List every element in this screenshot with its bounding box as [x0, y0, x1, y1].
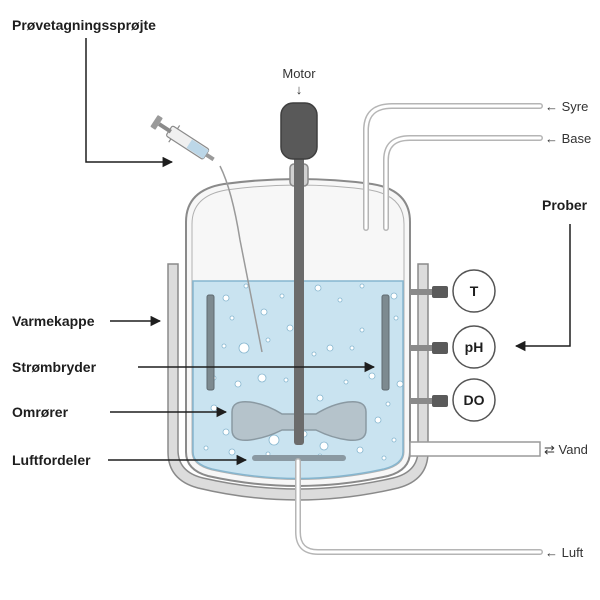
bubble — [391, 437, 397, 443]
label-acid: ← Syre — [545, 99, 588, 114]
probe-temperature: T — [410, 269, 496, 313]
bubble — [356, 446, 364, 454]
label-syringe: Prøvetagningssprøjte — [12, 17, 156, 33]
water-port — [409, 441, 541, 457]
bubble — [374, 416, 382, 424]
bubble — [222, 428, 230, 436]
bubble — [268, 434, 280, 446]
bubble — [243, 283, 249, 289]
bubble — [319, 441, 329, 451]
label-air: ← Luft — [545, 545, 584, 560]
bubble — [385, 401, 391, 407]
probe-temperature-label: T — [470, 283, 479, 299]
baffle-left — [206, 294, 215, 391]
bubble — [359, 283, 365, 289]
leader-probes — [514, 224, 571, 352]
label-sparger: Luftfordeler — [12, 452, 91, 468]
bubble — [349, 345, 355, 351]
probe-do: DO — [410, 378, 496, 422]
bubble — [343, 379, 349, 385]
label-jacket: Varmekappe — [12, 313, 95, 329]
bubble — [390, 292, 398, 300]
label-motor: Motor — [282, 66, 316, 81]
bubble — [222, 294, 230, 302]
bubble — [316, 394, 324, 402]
leader-syringe — [85, 38, 174, 168]
bubble — [265, 337, 271, 343]
bubble — [393, 315, 399, 321]
bubble — [396, 380, 404, 388]
bubble — [238, 342, 250, 354]
sampling-tube — [219, 165, 263, 353]
baffle-right — [381, 294, 390, 391]
bubble — [229, 315, 235, 321]
motor-body — [280, 102, 318, 160]
bubble — [311, 351, 317, 357]
label-impeller: Omrører — [12, 404, 69, 420]
probe-do-label: DO — [464, 392, 485, 408]
bubble — [260, 308, 268, 316]
bubble — [283, 377, 289, 383]
bubble — [314, 284, 322, 292]
label-motor-arrow: ↓ — [296, 82, 303, 97]
bubble — [210, 404, 218, 412]
label-base: ← Base — [545, 131, 591, 146]
sparger-ring — [252, 455, 346, 461]
sampling-syringe — [150, 115, 215, 162]
vessel-inner-wall — [191, 184, 405, 480]
bubble — [337, 297, 343, 303]
heating-jacket — [167, 263, 429, 501]
bubble — [286, 324, 294, 332]
label-water: ⇄ Vand — [544, 442, 588, 457]
bubble — [234, 380, 242, 388]
stirrer-shaft — [294, 150, 304, 445]
label-baffle: Strømbryder — [12, 359, 97, 375]
probe-ph-label: pH — [465, 339, 484, 355]
bubble — [381, 455, 387, 461]
bubble — [279, 293, 285, 299]
bubble — [359, 327, 365, 333]
bubble — [326, 344, 334, 352]
bubble — [221, 343, 227, 349]
bubble — [203, 445, 209, 451]
bubble — [257, 373, 267, 383]
bubble — [368, 372, 376, 380]
probe-ph: pH — [410, 325, 496, 369]
label-probes: Prober — [542, 197, 588, 213]
bubble — [228, 448, 236, 456]
